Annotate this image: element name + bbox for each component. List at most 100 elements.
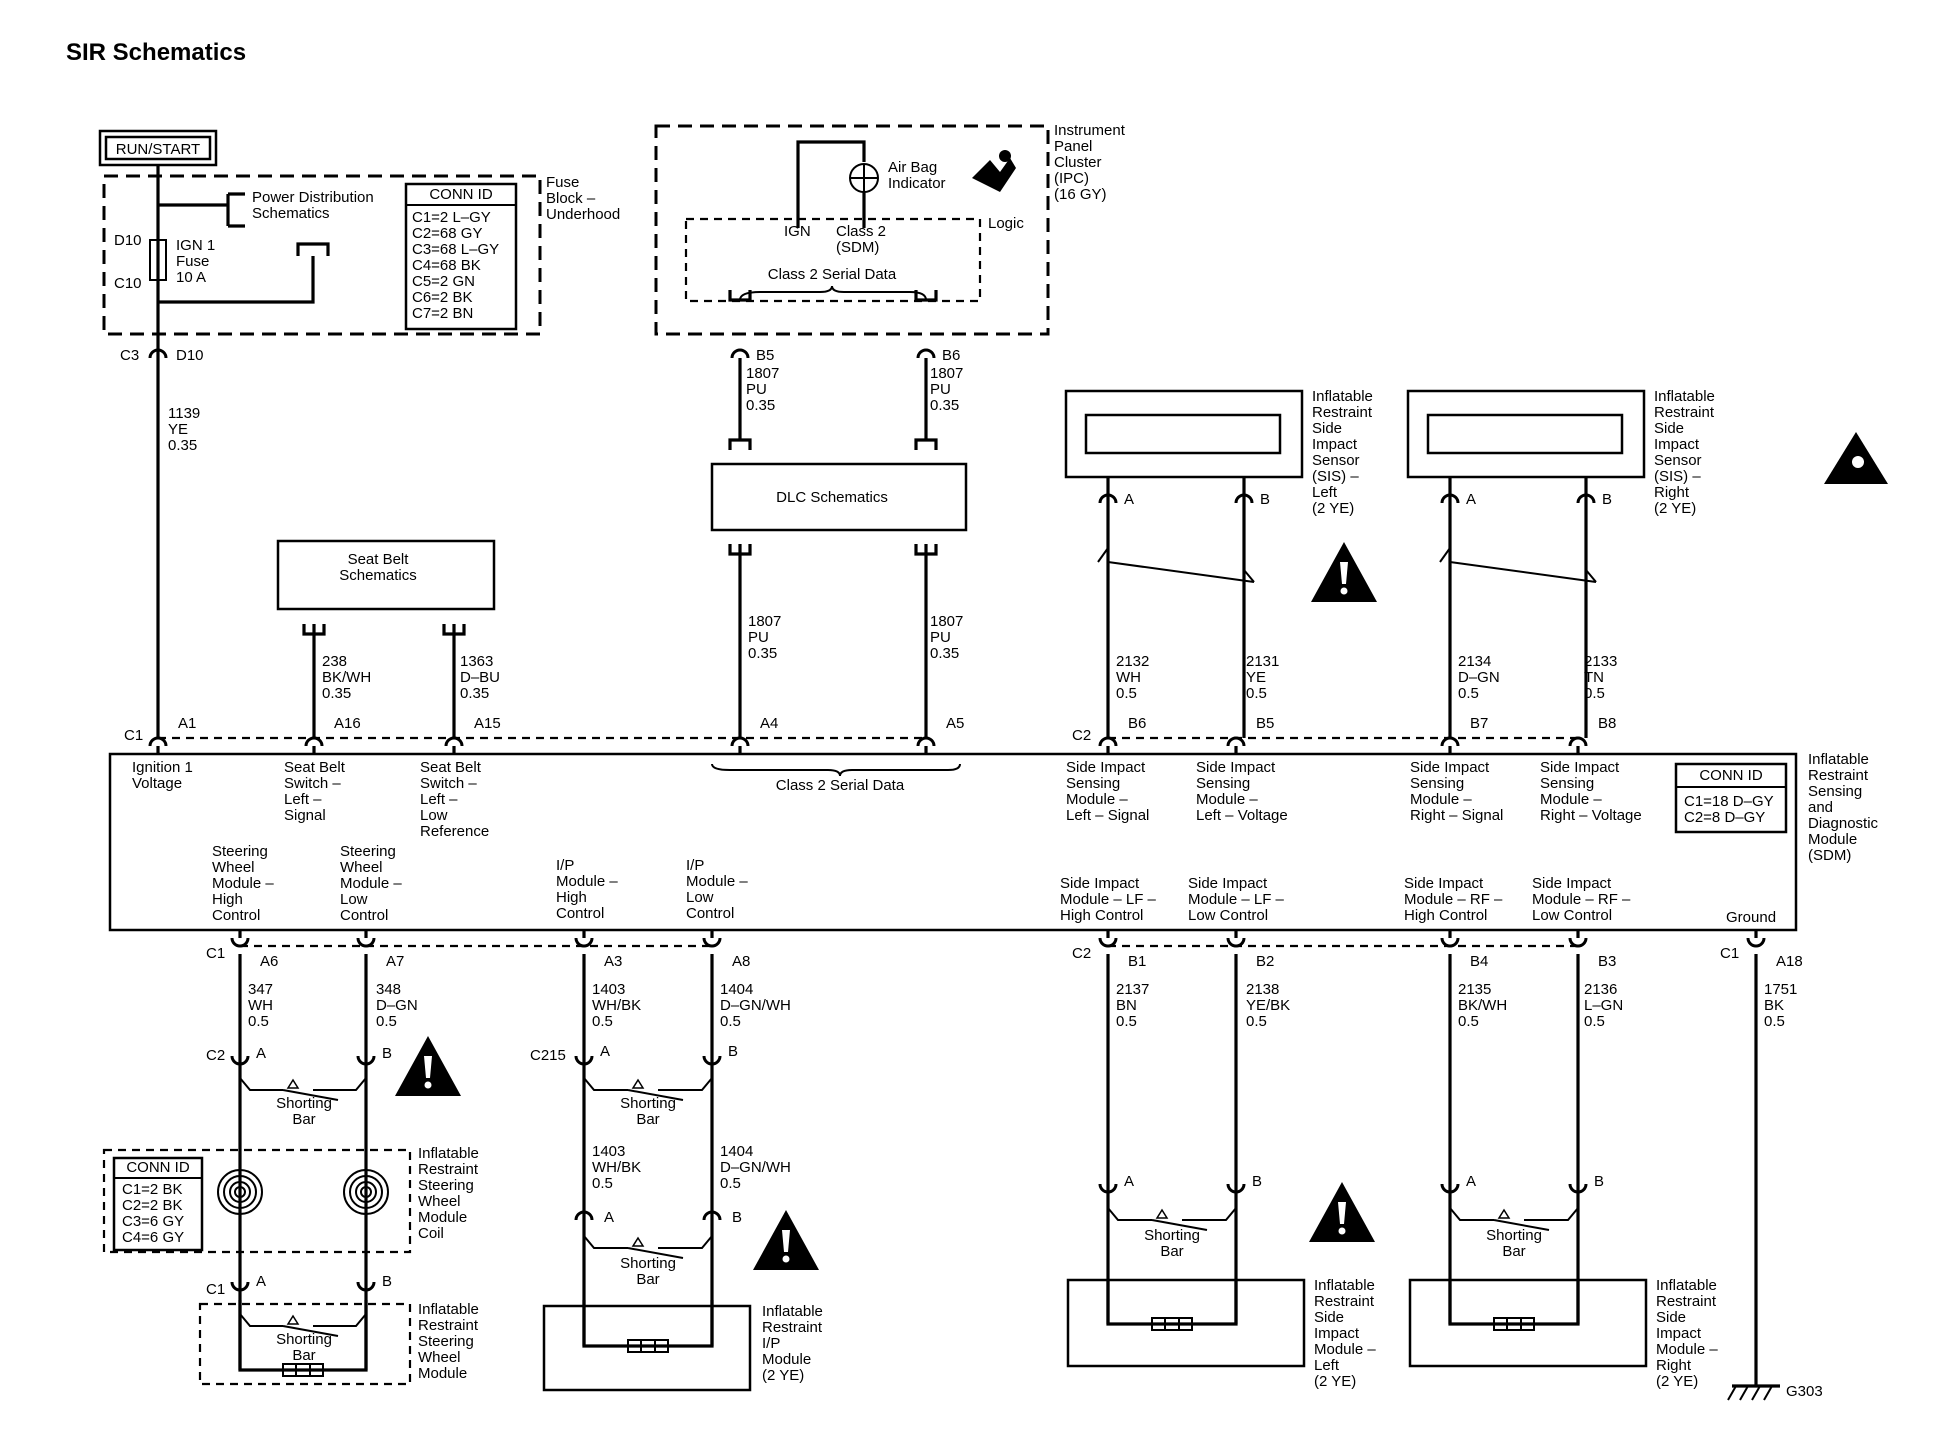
steering-module-label-line: Inflatable — [418, 1301, 479, 1318]
warning-dot — [424, 1081, 432, 1089]
ipc-ign-wire — [796, 140, 866, 228]
wire-label-w1807b-line: 0.35 — [930, 397, 959, 414]
side-shorting-bar — [1107, 1207, 1237, 1231]
sdm-bottom-pin: A18 — [1776, 953, 1803, 970]
sdm-top-label-line: Seat Belt — [420, 759, 482, 776]
squib-body — [1493, 1317, 1535, 1331]
side-cavity-b — [1568, 1183, 1588, 1194]
steering-module-outline — [198, 1302, 412, 1386]
sdm-top-label-line: Left – — [420, 791, 458, 808]
wire-label-w1363-line: 1363 — [460, 653, 493, 670]
side-impact-module-right-label-line: (2 YE) — [1656, 1373, 1698, 1390]
sis-pin-a: A — [1466, 491, 1476, 508]
sdm-bottom-label-line: Control — [686, 905, 734, 922]
ip-shorting-label-line: Bar — [636, 1111, 659, 1128]
sdm-bottom-label-line: Module – — [686, 873, 748, 890]
wire-label-w2137-line: BN — [1116, 997, 1137, 1014]
sdm-bottom-pin: A7 — [386, 953, 404, 970]
ip-pin-a: A — [600, 1043, 610, 1060]
sis-cavity-b — [1576, 493, 1596, 504]
ipc-label-line: Panel — [1054, 138, 1092, 155]
twist-mark — [1243, 569, 1255, 583]
wire-label-w1403b-line: 0.5 — [592, 1175, 613, 1192]
sdm-bottom-label-line: Module – LF – — [1188, 891, 1285, 908]
clockspring-coil-icon — [217, 1169, 263, 1215]
warning-dot — [1340, 587, 1348, 595]
wire-label-w1403-line: 0.5 — [592, 1013, 613, 1030]
warning-icon — [1311, 542, 1377, 602]
side-impact-module-left-label-line: Restraint — [1314, 1293, 1375, 1310]
ipc-label-line: (16 GY) — [1054, 186, 1107, 203]
sdm-top-label-line: Right – Voltage — [1540, 807, 1642, 824]
fuse-block-label-line: Block – — [546, 190, 596, 207]
clockspring-label-line: Steering — [418, 1177, 474, 1194]
wire-label-w2136-line: L–GN — [1584, 997, 1623, 1014]
fuse-conn-id-title: CONN ID — [429, 186, 493, 203]
fuse-block-label-line: Underhood — [546, 206, 620, 223]
ipc-b5-terminal — [728, 290, 752, 302]
fuse-label-line: 10 A — [176, 269, 206, 286]
sdm-bottom-label-line: Low — [340, 891, 368, 908]
wire-label-w2134-line: 2134 — [1458, 653, 1491, 670]
warning-dot — [1338, 1227, 1346, 1235]
sdm-conn-id-box — [1674, 762, 1788, 834]
side-impact-module-right-label-line: Restraint — [1656, 1293, 1717, 1310]
shorting-contact — [658, 1235, 713, 1249]
wire-label-w2133-line: 2133 — [1584, 653, 1617, 670]
wire-label-w2138-line: 2138 — [1246, 981, 1279, 998]
sdm-bottom-label-line: Module – RF – — [1404, 891, 1503, 908]
fuse-block-outline — [102, 174, 542, 336]
sdm-top-label-line: Right – Signal — [1410, 807, 1503, 824]
clockspring-conn-id-item: C3=6 GY — [122, 1213, 184, 1230]
ipc-serial-brace — [739, 285, 927, 301]
clockspring-label: InflatableRestraintSteeringWheelModuleCo… — [418, 1145, 479, 1242]
sdm-top-pin: A16 — [334, 715, 361, 732]
run-start-box: RUN/START — [98, 129, 218, 167]
shorting-arrow-icon — [631, 1078, 645, 1089]
ipc-pin-b5: B5 — [756, 347, 774, 364]
sis-left-label-line: Inflatable — [1312, 388, 1373, 405]
sis-left-label: InflatableRestraintSideImpactSensor(SIS)… — [1312, 388, 1373, 517]
fuse-label-line: IGN 1 — [176, 237, 215, 254]
steering-module-label-line: Module — [418, 1365, 467, 1382]
sdm-top-pin: B6 — [1128, 715, 1146, 732]
seat-belt-terminal-left — [302, 624, 326, 636]
side-impact-module-right-label-line: Impact — [1656, 1325, 1702, 1342]
sdm-bottom-label-line: Module – — [340, 875, 402, 892]
sdm-top-pin: A15 — [474, 715, 501, 732]
ip-c215-cavity-b — [702, 1055, 722, 1066]
ground-hatch — [1739, 1385, 1749, 1401]
seat-belt-box — [276, 539, 496, 611]
fuse-pin-c10: C10 — [114, 275, 142, 292]
twist-mark — [1097, 547, 1109, 563]
sdm-top-cavity — [444, 736, 464, 747]
fuse-conn-id-item: C2=68 GY — [412, 225, 482, 242]
wire-label-w2137-line: 0.5 — [1116, 1013, 1137, 1030]
warning-mark — [782, 1230, 790, 1252]
ipc-logic-label: Logic — [988, 215, 1024, 232]
sdm-top-label-line: Module – — [1066, 791, 1128, 808]
sdm-bottom-label-line: Side Impact — [1532, 875, 1612, 892]
ip-module-label-line: (2 YE) — [762, 1367, 804, 1384]
ground-label: G303 — [1786, 1383, 1823, 1400]
shorting-arrow-icon — [1497, 1208, 1511, 1219]
side-cavity-b — [1226, 1183, 1246, 1194]
sdm-top-label-line: Side Impact — [1540, 759, 1620, 776]
sdm-top-label-line: Signal — [284, 807, 326, 824]
steering-shorting-bar — [239, 1077, 367, 1101]
warning-icon — [395, 1036, 461, 1096]
sdm-top-conn-c1: C1 — [124, 727, 143, 744]
wire-label-w2133-line: 0.5 — [1584, 685, 1605, 702]
wire-label-w1807c-line: 0.35 — [748, 645, 777, 662]
ipc-logic-outline — [684, 217, 982, 303]
warning-mark — [1340, 562, 1348, 584]
